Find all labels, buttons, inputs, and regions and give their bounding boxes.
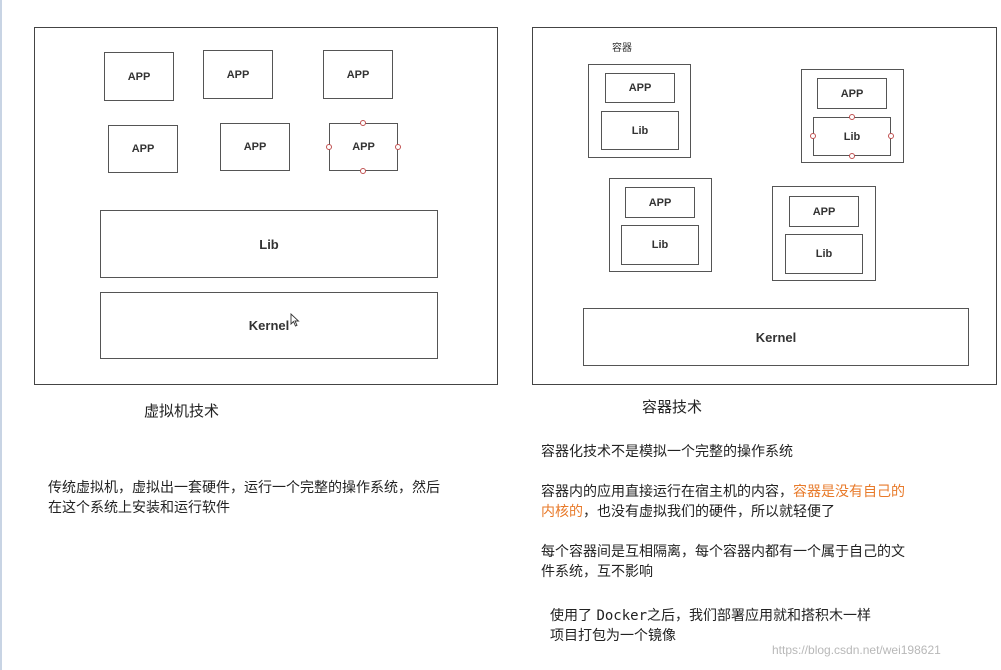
container-lib-box: Lib — [601, 111, 679, 150]
mouse-cursor-icon — [290, 313, 300, 327]
container-lib-box: Lib — [785, 234, 863, 274]
vm-lib-box: Lib — [100, 210, 438, 278]
container-note-4-text: 使用了 — [550, 608, 597, 624]
container-note-3: 每个容器间是互相隔离，每个容器内都有一个属于自己的文 件系统，互不影响 — [541, 542, 981, 582]
left-edge-line — [0, 0, 2, 670]
vm-description: 传统虚拟机，虚拟出一套硬件，运行一个完整的操作系统，然后 在这个系统上安装和运行… — [48, 478, 508, 518]
container-kernel-box: Kernel — [583, 308, 969, 366]
vm-app-box: APP — [220, 123, 290, 171]
container-app-box: APP — [789, 196, 859, 227]
selection-handle-top[interactable] — [360, 120, 366, 126]
container-caption: 容器技术 — [642, 398, 703, 416]
selection-handle-top[interactable] — [849, 114, 855, 120]
selection-handle-bottom[interactable] — [849, 153, 855, 159]
vm-app-box: APP — [108, 125, 178, 173]
container-note-2-text: 容器内的应用直接运行在宿主机的内容， — [541, 484, 793, 500]
vm-app-box: APP — [323, 50, 393, 99]
watermark: https://blog.csdn.net/wei198621 — [772, 643, 941, 657]
selection-handle-bottom[interactable] — [360, 168, 366, 174]
container-lib-box: Lib — [621, 225, 699, 265]
vm-app-box-selected[interactable]: APP — [329, 123, 398, 171]
container-app-box: APP — [817, 78, 887, 109]
selection-handle-left[interactable] — [810, 133, 816, 139]
container-note-4: 使用了 Docker之后，我们部署应用就和搭积木一样 项目打包为一个镜像 — [550, 606, 990, 646]
vm-app-box: APP — [104, 52, 174, 101]
container-app-box: APP — [625, 187, 695, 218]
vm-description-line-2: 在这个系统上安装和运行软件 — [48, 500, 230, 516]
container-note-1: 容器化技术不是模拟一个完整的操作系统 — [541, 444, 793, 460]
container-note-2-text: ，也没有虚拟我们的硬件，所以就轻便了 — [583, 504, 835, 520]
vm-description-line-1: 传统虚拟机，虚拟出一套硬件，运行一个完整的操作系统，然后 — [48, 480, 440, 496]
docker-keyword: Docker — [596, 608, 648, 624]
container-lib-box-selected[interactable]: Lib — [813, 117, 891, 156]
container-label: 容器 — [612, 43, 632, 54]
container-note-4-line-1: 使用了 Docker之后，我们部署应用就和搭积木一样 — [550, 606, 990, 626]
container-note-2-highlight: 内核的 — [541, 504, 583, 520]
selection-handle-right[interactable] — [888, 133, 894, 139]
vm-kernel-box: Kernel — [100, 292, 438, 359]
container-note-3-line-1: 每个容器间是互相隔离，每个容器内都有一个属于自己的文 — [541, 544, 905, 560]
selection-handle-right[interactable] — [395, 144, 401, 150]
vm-app-box: APP — [203, 50, 273, 99]
container-note-3-line-2: 件系统，互不影响 — [541, 564, 653, 580]
selection-handle-left[interactable] — [326, 144, 332, 150]
container-app-box: APP — [605, 73, 675, 103]
container-note-4-line-2: 项目打包为一个镜像 — [550, 628, 676, 644]
container-note-2: 容器内的应用直接运行在宿主机的内容，容器是没有自己的内核的，也没有虚拟我们的硬件… — [541, 482, 981, 522]
container-note-2-highlight: 容器是没有自己的 — [793, 484, 905, 500]
container-note-4-text: 之后，我们部署应用就和搭积木一样 — [647, 608, 872, 624]
vm-caption: 虚拟机技术 — [144, 402, 220, 420]
